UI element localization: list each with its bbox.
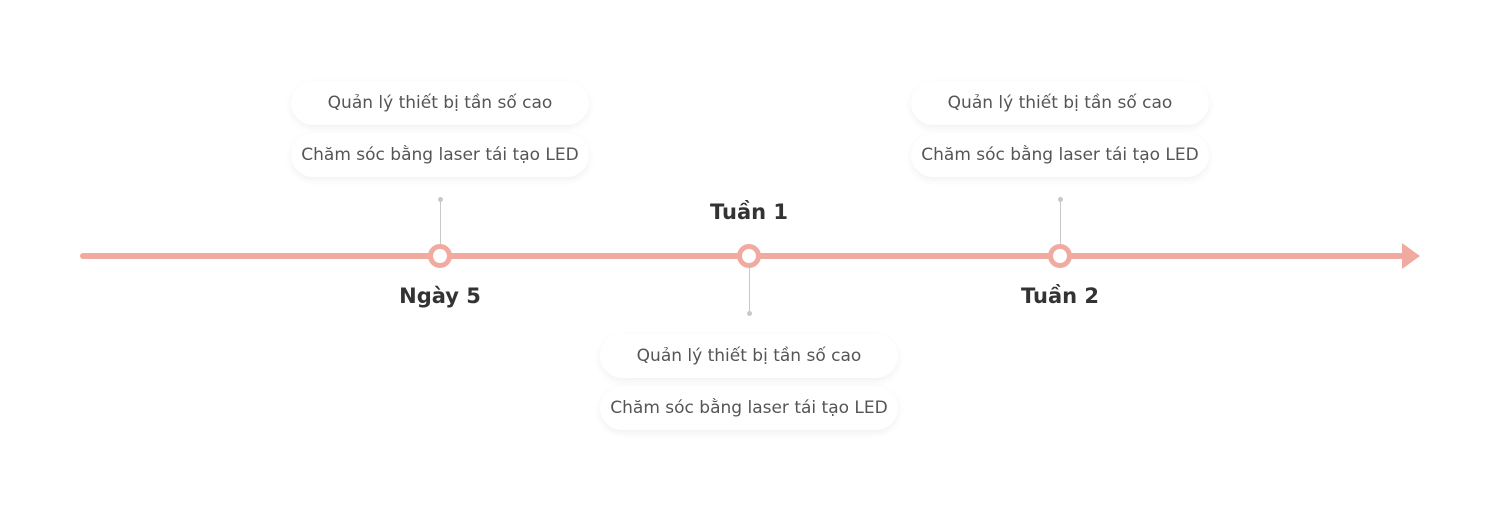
milestone-item: Quản lý thiết bị tần số cao bbox=[911, 81, 1209, 125]
milestone-item: Quản lý thiết bị tần số cao bbox=[291, 81, 589, 125]
milestone-item: Chăm sóc bằng laser tái tạo LED bbox=[291, 133, 589, 177]
milestone-label: Tuần 2 bbox=[1020, 284, 1099, 308]
connector-dot bbox=[746, 311, 752, 316]
milestone-label: Ngày 5 bbox=[399, 284, 481, 308]
timeline-node bbox=[428, 244, 452, 268]
milestone-item: Chăm sóc bằng laser tái tạo LED bbox=[600, 386, 898, 430]
milestone-item: Quản lý thiết bị tần số cao bbox=[600, 334, 898, 378]
arrow-right-icon bbox=[1402, 243, 1420, 269]
timeline-node bbox=[1048, 244, 1072, 268]
connector-dot bbox=[437, 197, 443, 202]
connector-dot bbox=[1057, 197, 1063, 202]
milestone-item: Chăm sóc bằng laser tái tạo LED bbox=[911, 133, 1209, 177]
timeline-node bbox=[737, 244, 761, 268]
connector-line bbox=[439, 200, 441, 244]
milestone-label: Tuần 1 bbox=[709, 200, 788, 224]
connector-line bbox=[1059, 200, 1061, 244]
connector-line bbox=[748, 268, 750, 313]
